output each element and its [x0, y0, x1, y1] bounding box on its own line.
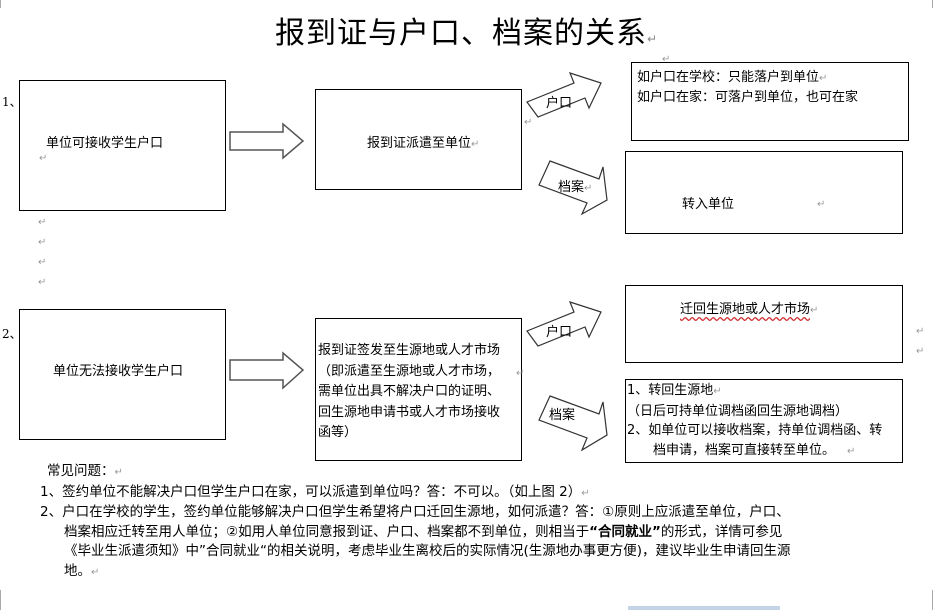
- down-right-arrow-icon: [538, 395, 608, 452]
- case1-dangan-result-text: 转入单位: [682, 197, 735, 212]
- paragraph-mark-icon: ↵: [847, 445, 856, 457]
- dangan-line-text: 1、转回生源地: [627, 383, 714, 398]
- paragraph-mark-icon: ↵: [584, 183, 593, 194]
- paragraph-mark-icon: ↵: [471, 139, 480, 150]
- case1-dispatch-text: 报到证派遣至单位↵: [367, 134, 479, 154]
- dispatch-line: 函等）: [318, 425, 358, 440]
- page-edge-mark: [0, 590, 1, 610]
- dispatch-line: （即派遣至生源地或人才市场，: [318, 363, 501, 379]
- case1-condition-text: 单位可接收学生户口: [46, 136, 164, 151]
- paragraph-mark-icon: ↵: [819, 73, 828, 84]
- hukou-result-text: 如户口在学校：只能落户到单位: [637, 70, 820, 85]
- case2-dangan-arrow-label: 档案: [549, 408, 576, 423]
- case2-dispatch-box: 报到证签发至生源地或人才市场 （即派遣至生源地或人才市场， 需单位出具不解决户口…: [315, 318, 522, 461]
- case1-dispatch-label: 报到证派遣至单位: [367, 136, 472, 151]
- dispatch-line: 报到证签发至生源地或人才市场: [318, 343, 501, 358]
- dangan-line: 1、转回生源地↵: [627, 381, 882, 402]
- case2-number: 2、: [2, 327, 22, 341]
- paragraph-mark-icon: ↵: [916, 326, 925, 337]
- paragraph-mark-icon: ↵: [38, 257, 47, 268]
- faq-question-2-line4: 地。↵: [40, 562, 933, 583]
- dangan-line: 档申请，档案可直接转至单位。 ↵: [627, 441, 882, 462]
- case2-condition-text: 单位无法接收学生户口: [53, 364, 184, 379]
- case1-dispatch-box: 报到证派遣至单位↵: [315, 89, 522, 190]
- dispatch-line: 回生源地申请书或人才市场接收: [318, 404, 501, 420]
- case2-hukou-result-text: 迁回生源地或人才市场↵: [680, 300, 818, 320]
- case1-dangan-arrow-label: 档案↵: [558, 176, 592, 195]
- dangan-line-text: （日后可持单位调档函回生源地调档）: [627, 403, 849, 419]
- right-arrow-icon: [229, 122, 305, 160]
- paragraph-mark-icon: ↵: [810, 305, 819, 316]
- faq-question-2-line2: 档案相应迁转至用人单位；②如用人单位同意报到证、户口、档案都不到单位，则相当于“…: [40, 523, 933, 543]
- paragraph-mark-icon: ↵: [38, 277, 47, 288]
- down-right-arrow-icon: [538, 160, 608, 216]
- case2-dispatch-text: 报到证签发至生源地或人才市场 （即派遣至生源地或人才市场， 需单位出具不解决户口…: [318, 341, 500, 444]
- case1-dangan-result-box: 转入单位 ↵: [625, 151, 903, 234]
- case1-hukou-result-box: 如户口在学校：只能落户到单位↵ 如户口在家：可落户到单位，也可在家: [631, 62, 909, 141]
- paragraph-mark-icon: ↵: [662, 54, 671, 65]
- faq-question-2-line1: 2、户口在学校的学生，签约单位能够解决户口但学生希望将户口迁回生源地，如何派遣？…: [40, 504, 790, 520]
- paragraph-mark-icon: ↵: [817, 199, 826, 210]
- hukou-result-text: 迁回生源地或人才市场: [680, 302, 811, 317]
- case1-number: 1、: [2, 95, 22, 109]
- case1-condition-box: 单位可接收学生户口 ↵: [19, 80, 226, 211]
- faq-heading: 常见问题：↵: [40, 462, 933, 483]
- scroll-indicator: [628, 606, 780, 610]
- paragraph-mark-icon: ↵: [39, 153, 48, 164]
- faq-q2-text: 的形式，详情可参见: [660, 523, 783, 540]
- paragraph-mark-icon: ↵: [91, 566, 100, 578]
- paragraph-mark-icon: ↵: [713, 386, 722, 397]
- faq-q1-text: 1、签约单位不能解决户口但学生户口在家，可以派遣到单位吗？答：不可以。（如上图 …: [40, 483, 582, 500]
- paragraph-mark-icon: ↵: [38, 217, 47, 228]
- case1-hukou-arrow-label: 户口: [546, 96, 573, 111]
- faq-q2-text: 地。: [64, 562, 91, 579]
- faq-section: 常见问题：↵ 1、签约单位不能解决户口但学生户口在家，可以派遣到单位吗？答：不可…: [40, 462, 933, 582]
- paragraph-mark-icon: ↵: [38, 237, 47, 248]
- dangan-label-text: 档案: [558, 180, 585, 195]
- case2-hukou-arrow-label: 户口: [546, 325, 573, 340]
- page-edge-mark: [0, 0, 1, 8]
- case2-dangan-result-box: 1、转回生源地↵ （日后可持单位调档函回生源地调档） 2、如单位可以接收档案，持…: [625, 379, 903, 463]
- case1-hukou-result-line1: 如户口在学校：只能落户到单位↵: [637, 68, 827, 88]
- up-right-arrow-icon: [526, 72, 602, 118]
- dangan-line-text: 2、如单位可以接收档案，持单位调档函、转: [627, 423, 883, 438]
- paragraph-mark-icon: ↵: [516, 368, 525, 379]
- right-arrow-icon: [229, 351, 305, 390]
- faq-question-1: 1、签约单位不能解决户口但学生户口在家，可以派遣到单位吗？答：不可以。（如上图 …: [40, 483, 933, 504]
- dangan-line-text: 档申请，档案可直接转至单位。: [653, 442, 836, 458]
- case2-dangan-result-text: 1、转回生源地↵ （日后可持单位调档函回生源地调档） 2、如单位可以接收档案，持…: [627, 381, 882, 461]
- up-right-arrow-icon: [526, 301, 602, 347]
- case2-hukou-result-box: 迁回生源地或人才市场↵: [625, 285, 903, 363]
- faq-q2-text: 档案相应迁转至用人单位；②如用人单位同意报到证、户口、档案都不到单位，则相当于: [64, 523, 590, 540]
- case2-condition-box: 单位无法接收学生户口: [19, 309, 226, 440]
- paragraph-mark-icon: ↵: [114, 467, 123, 478]
- page-title: 报到证与户口、档案的关系↵: [0, 8, 933, 52]
- dispatch-line: 需单位出具不解决户口的证明、: [318, 384, 501, 399]
- paragraph-mark-icon: ↵: [646, 32, 659, 46]
- case1-hukou-result-line2: 如户口在家：可落户到单位，也可在家: [637, 90, 859, 105]
- faq-q2-bold-text: “合同就业”: [589, 523, 661, 540]
- paragraph-mark-icon: ↵: [581, 487, 590, 499]
- faq-question-2-line3: 《毕业生派遣须知》中”合同就业“的相关说明，考虑毕业生离校后的实际情况(生源地办…: [64, 543, 791, 559]
- faq-heading-text: 常见问题：: [47, 463, 115, 479]
- paragraph-mark-icon: ↵: [524, 117, 533, 128]
- paragraph-mark-icon: ↵: [916, 346, 925, 357]
- title-text: 报到证与户口、档案的关系: [274, 16, 647, 51]
